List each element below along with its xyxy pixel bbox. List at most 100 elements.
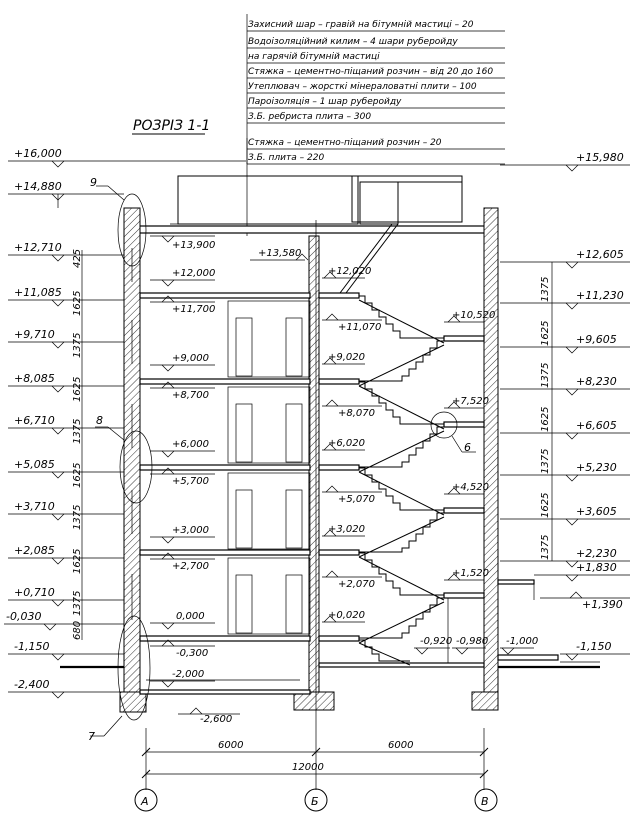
stair-mark: +8,070: [338, 408, 375, 419]
stair-mark: +12,020: [328, 266, 371, 277]
roof-layer-6: З.Б. ребриста плита – 300: [248, 112, 371, 122]
right-mark: +1,390: [582, 598, 623, 611]
section-title: РОЗРІЗ 1-1: [133, 118, 210, 134]
right-mark: -1,150: [576, 640, 611, 653]
interior-marks: +13,900 +12,000 +11,700 +9,000 +8,700 +6…: [150, 235, 309, 725]
axis-b-circle: [304, 788, 328, 812]
left-mark: +9,710: [14, 328, 55, 341]
bottom-dimensions: 6000 6000 12000: [141, 220, 489, 790]
dim-right: 1625: [540, 407, 551, 432]
interior-mark: +8,700: [172, 390, 209, 401]
axis-a-circle: [134, 788, 158, 812]
roof-layer-3: Стяжка – цементно-піщаний розчин – від 2…: [248, 67, 493, 77]
stair-mark: +1,520: [452, 568, 489, 579]
stair-mark: +7,520: [452, 396, 489, 407]
left-mark: +12,710: [14, 241, 62, 254]
interior-mark: +6,000: [172, 439, 209, 450]
interior-mark: +2,700: [172, 561, 209, 572]
left-mark: +6,710: [14, 414, 55, 427]
floor-layer-2: З.Б. плита – 220: [248, 153, 324, 163]
right-mark: +1,830: [576, 561, 617, 574]
interior-mark: +5,700: [172, 476, 209, 487]
interior-mark: +9,000: [172, 353, 209, 364]
axis-v-label: В: [481, 795, 489, 808]
axis-v-circle: [474, 788, 498, 812]
stair-mark: +3,020: [328, 524, 365, 535]
right-mark: +5,230: [576, 461, 617, 474]
interior-mark: -2,000: [172, 669, 204, 680]
stair-marks: +12,020 +11,070 +10,520 +9,020 +8,070 +7…: [322, 266, 538, 655]
stair-mark: -0,920: [420, 636, 452, 647]
left-mark: -2,400: [14, 678, 49, 691]
dim-left: 1375: [72, 419, 83, 444]
floor-layer-1: Стяжка – цементно-піщаний розчин – 20: [248, 138, 442, 148]
dim-right: 1375: [540, 535, 551, 560]
interior-mark-mid: +13,580: [258, 248, 301, 259]
interior-mark: +3,000: [172, 525, 209, 536]
roof-layer-2: Водоізоляційний килим – 4 шари руберойду: [248, 37, 458, 47]
stair-mark: +4,520: [452, 482, 489, 493]
dim-left: 1375: [72, 333, 83, 358]
left-mark: +11,085: [14, 286, 62, 299]
left-mark: +8,085: [14, 372, 55, 385]
stair-mark: -1,000: [506, 636, 538, 647]
stair-mark: +2,070: [338, 579, 375, 590]
dim-left: 1375: [72, 591, 83, 616]
dim-right: 1625: [540, 493, 551, 518]
roof-layers-legend: Захисний шар – гравій на бітумній мастиц…: [246, 14, 505, 236]
dim-right: 1375: [540, 277, 551, 302]
stair-mark: +5,070: [338, 494, 375, 505]
callout-6: 6: [464, 441, 471, 454]
roof-layer-1: Захисний шар – гравій на бітумній мастиц…: [248, 20, 474, 30]
callouts: 9 8 7 6: [88, 176, 476, 743]
left-mark: -0,030: [6, 610, 41, 623]
dim-left: 425: [72, 249, 83, 268]
building-structure: [60, 175, 600, 713]
left-mark: +16,000: [14, 147, 62, 160]
dim-left: 1375: [72, 505, 83, 530]
dim-bottom-left: 6000: [218, 740, 243, 751]
left-dimensions: 425 1625 1375 1625 1375 1625 1375 1625 1…: [72, 249, 83, 640]
left-mark: +2,085: [14, 544, 55, 557]
left-mark: -1,150: [14, 640, 49, 653]
right-dimensions: 1375 1625 1375 1625 1375 1625 1375: [540, 277, 551, 560]
right-mark: +3,605: [576, 505, 617, 518]
axis-markers: А Б В: [134, 788, 498, 812]
stair-mark: +10,520: [452, 310, 495, 321]
dim-bottom-total: 12000: [292, 762, 324, 773]
dim-bottom-right: 6000: [388, 740, 413, 751]
right-mark: +6,605: [576, 419, 617, 432]
right-level-marks: +15,980 +12,605 +11,230 +9,605 +8,230 +6…: [500, 151, 630, 661]
right-mark: +8,230: [576, 375, 617, 388]
left-level-marks: +16,000 +14,880 +12,710 +11,085 +9,710 +…: [4, 147, 246, 699]
roof-layer-4: Утеплювач – жорсткі мінераловатні плити …: [248, 82, 477, 92]
floor-layers-legend: Стяжка – цементно-піщаний розчин – 20 З.…: [246, 138, 505, 165]
dim-right: 1375: [540, 363, 551, 388]
left-mark: +3,710: [14, 500, 55, 513]
stair-mark: -0,980: [456, 636, 488, 647]
dim-left: 680: [72, 621, 83, 640]
right-mark: +15,980: [576, 151, 624, 164]
callout-7: 7: [88, 730, 95, 743]
right-mark: +12,605: [576, 248, 624, 261]
interior-mark: +13,900: [172, 240, 215, 251]
dim-left: 1625: [72, 463, 83, 488]
dim-left: 1625: [72, 549, 83, 574]
dim-left: 1625: [72, 291, 83, 316]
interior-mark: +11,700: [172, 304, 215, 315]
dim-left: 1625: [72, 377, 83, 402]
stair-mark: +0,020: [328, 610, 365, 621]
callout-9: 9: [90, 176, 97, 189]
interior-mark: -2,600: [200, 714, 232, 725]
stair-mark: +6,020: [328, 438, 365, 449]
left-mark: +14,880: [14, 180, 62, 193]
interior-mark: 0,000: [176, 611, 205, 622]
roof-layer-5: Пароізоляція – 1 шар руберойду: [248, 97, 402, 107]
left-mark: +0,710: [14, 586, 55, 599]
interior-mark: -0,300: [176, 648, 208, 659]
dim-right: 1375: [540, 449, 551, 474]
axis-a-label: А: [140, 795, 149, 808]
axis-b-label: Б: [311, 795, 319, 808]
right-mark: +9,605: [576, 333, 617, 346]
stair-mark: +9,020: [328, 352, 365, 363]
